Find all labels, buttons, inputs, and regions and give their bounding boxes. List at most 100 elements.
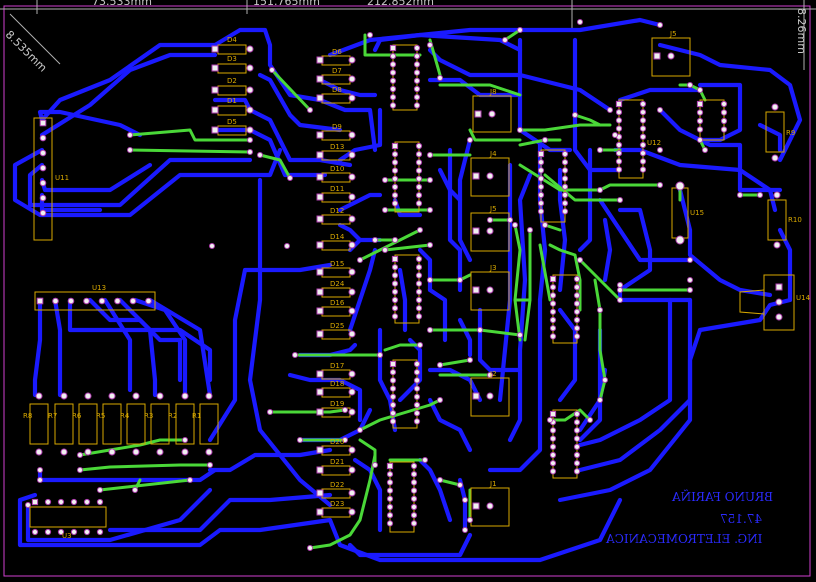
pad [31, 528, 39, 536]
pad [389, 77, 397, 84]
via [527, 227, 533, 233]
label-d19: D19 [330, 400, 344, 408]
pad [391, 280, 399, 287]
pad [486, 502, 494, 510]
via [427, 277, 433, 283]
label-d18: D18 [330, 380, 344, 388]
via [597, 187, 603, 193]
via [457, 482, 463, 488]
diode-d4 [217, 44, 247, 55]
via [37, 467, 43, 473]
pad [549, 316, 557, 324]
dimension-label-right: 8.26mm [795, 8, 808, 54]
via [597, 147, 603, 153]
pad [386, 495, 394, 502]
via [617, 282, 623, 288]
board-edge [3, 5, 811, 577]
pad [573, 410, 581, 418]
pad [573, 451, 581, 459]
dimension-label-top-mid: 151.765mm [253, 0, 320, 8]
ic-bottom [389, 461, 415, 533]
via [77, 467, 83, 473]
pad [316, 173, 324, 181]
pad [391, 288, 399, 295]
pad [348, 94, 356, 102]
diode-d25 [321, 329, 351, 340]
pad [773, 241, 781, 249]
pad [211, 106, 219, 114]
pad [348, 151, 356, 159]
pad [108, 392, 116, 400]
header-u11 [33, 117, 53, 241]
pad [205, 448, 213, 456]
pad [348, 173, 356, 181]
credit-course: ING. ELETROMECANICA [606, 532, 763, 546]
ic-top-left [392, 44, 418, 111]
pad [145, 297, 152, 305]
pad [413, 53, 421, 60]
pad [246, 45, 254, 53]
pad [486, 172, 494, 180]
diode-d11 [321, 192, 351, 203]
pad [410, 479, 418, 486]
pad [348, 508, 356, 516]
pad [57, 528, 65, 536]
pad [615, 125, 623, 132]
pad [413, 360, 421, 368]
via [297, 437, 303, 443]
pad [36, 297, 44, 305]
pad [486, 227, 494, 235]
via [507, 217, 513, 223]
pad [720, 126, 728, 133]
pad [386, 462, 394, 470]
pad [573, 325, 581, 332]
pad [773, 191, 781, 199]
pad [488, 110, 496, 118]
pad [389, 85, 397, 93]
pad [391, 264, 399, 271]
diode-d3 [217, 63, 247, 74]
via [207, 462, 213, 468]
via [737, 192, 743, 198]
pad [389, 393, 397, 400]
via [372, 462, 378, 468]
silkscreen-layer [29, 37, 795, 533]
pad [696, 100, 704, 108]
label-j2: J2 [489, 370, 497, 378]
pad [389, 385, 397, 392]
pad [246, 64, 254, 72]
pad [537, 150, 545, 158]
connector-j8 [472, 95, 512, 133]
pad [348, 193, 356, 201]
via [427, 207, 433, 213]
label-d11: D11 [330, 185, 344, 193]
pad [573, 284, 581, 291]
via [342, 407, 348, 413]
pad [413, 418, 421, 425]
pad [615, 141, 623, 149]
pad [696, 109, 704, 116]
pad [389, 360, 397, 368]
connector-j1 [470, 487, 510, 527]
pad [60, 448, 68, 456]
pad [39, 134, 47, 142]
pad [573, 275, 581, 283]
pad [348, 446, 356, 454]
pad [573, 333, 581, 340]
pad [667, 52, 675, 60]
label-d23: D23 [330, 500, 344, 508]
pad [156, 392, 164, 400]
label-d2: D2 [227, 77, 237, 85]
via [382, 247, 388, 253]
pad [413, 369, 421, 376]
via [477, 327, 483, 333]
label-d16: D16 [330, 299, 345, 307]
pad [720, 109, 728, 116]
pad [549, 410, 557, 418]
pad [415, 183, 423, 191]
via [617, 287, 623, 293]
label-j-top: J5 [669, 30, 677, 38]
pad [639, 125, 647, 132]
pad [639, 109, 647, 116]
